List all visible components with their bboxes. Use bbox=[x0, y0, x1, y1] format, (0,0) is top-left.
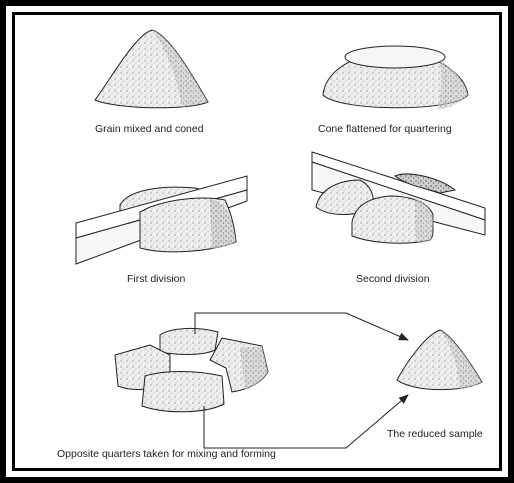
first-division bbox=[76, 176, 247, 264]
caption-reduced-sample: The reduced sample bbox=[387, 428, 483, 440]
four-quarters bbox=[115, 328, 268, 411]
caption-first-division: First division bbox=[127, 273, 185, 285]
caption-second-division: Second division bbox=[356, 273, 430, 285]
caption-opposite-quarters: Opposite quarters taken for mixing and f… bbox=[57, 448, 276, 460]
caption-cone-flattened: Cone flattened for quartering bbox=[318, 123, 452, 135]
flattened-cone bbox=[323, 46, 468, 110]
reduced-sample bbox=[397, 330, 482, 390]
grain-cone bbox=[95, 30, 208, 108]
second-division bbox=[312, 152, 485, 243]
caption-grain-coned: Grain mixed and coned bbox=[95, 123, 204, 135]
arrows bbox=[195, 313, 408, 448]
